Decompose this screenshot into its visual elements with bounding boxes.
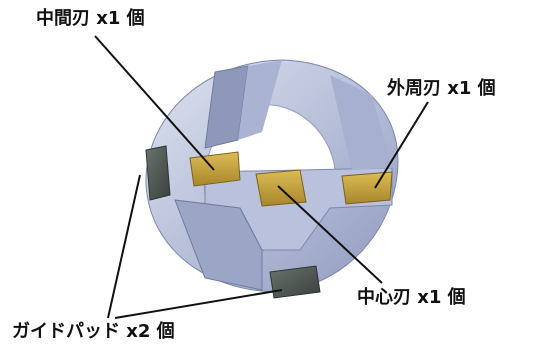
flute-upper-left-face <box>238 60 282 140</box>
drill-head-body <box>145 59 399 293</box>
leader-middle-blade <box>94 35 215 171</box>
guide-pad-bottom <box>269 265 321 299</box>
outer-blade-label: 外周刃 x1 個 <box>387 78 496 99</box>
guide-pad-label: ガイドパッド x2 個 <box>12 321 175 342</box>
middle-blade-label: 中間刃 x1 個 <box>36 8 145 29</box>
guide-pad-left <box>145 145 171 201</box>
leader-guide-pad-bottom <box>114 289 283 319</box>
middle-blade-insert <box>189 151 241 187</box>
leader-guide-pad-left <box>107 174 141 319</box>
leader-lines <box>94 35 429 319</box>
flute-right-face <box>330 75 392 170</box>
flute-lower <box>174 199 263 291</box>
outer-blade-insert <box>341 171 393 205</box>
leader-outer-blade <box>374 101 429 189</box>
center-blade-label: 中心刃 x1 個 <box>357 287 466 308</box>
leader-center-blade <box>277 185 383 284</box>
